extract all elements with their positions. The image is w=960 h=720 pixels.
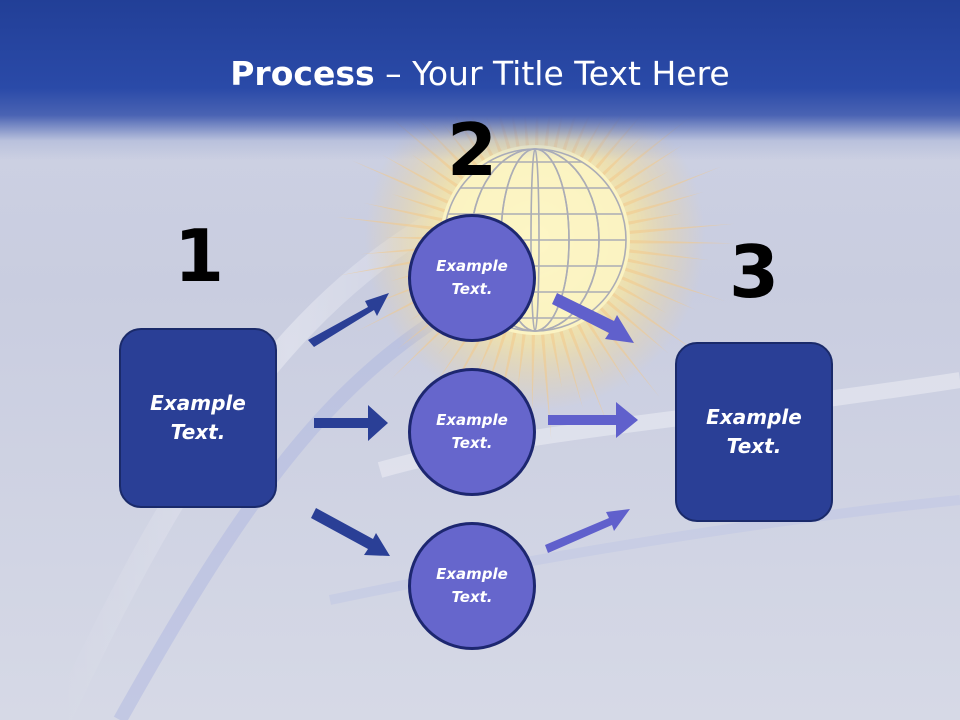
sun-ray bbox=[550, 333, 562, 388]
sun-ray bbox=[622, 166, 722, 207]
sun-ray bbox=[618, 171, 669, 199]
arrow-to-top-circle bbox=[308, 293, 389, 347]
sun-ray bbox=[336, 217, 441, 231]
right-box: Example Text. bbox=[675, 342, 833, 522]
sun-ray bbox=[621, 276, 696, 310]
title-bold: Process bbox=[230, 54, 375, 93]
circle-top: Example Text. bbox=[408, 214, 536, 342]
right-box-line1: Example bbox=[706, 405, 802, 429]
circle-top-line1: Example bbox=[436, 257, 508, 275]
circle-bottom: Example Text. bbox=[408, 522, 536, 650]
circle-top-line2: Text. bbox=[451, 280, 493, 298]
circle-middle-line2: Text. bbox=[451, 434, 493, 452]
sun-ray bbox=[576, 323, 604, 374]
sun-ray bbox=[568, 327, 609, 427]
sun-ray bbox=[475, 326, 499, 378]
sun-ray bbox=[612, 292, 700, 354]
sun-ray bbox=[627, 258, 682, 272]
sun-ray bbox=[392, 194, 446, 213]
left-box-line1: Example bbox=[150, 391, 246, 415]
title-rest: – Your Title Text Here bbox=[374, 54, 730, 93]
sun-ray bbox=[517, 334, 526, 390]
arrow-to-middle-circle bbox=[314, 405, 388, 441]
left-box: Example Text. bbox=[119, 328, 277, 508]
sun-ray bbox=[584, 318, 630, 388]
sun-ray bbox=[624, 267, 726, 302]
header-band bbox=[0, 0, 960, 160]
arrow-from-top-circle bbox=[552, 293, 634, 343]
sun-ray bbox=[351, 160, 449, 204]
sun-ray bbox=[531, 334, 535, 415]
step-number-2: 2 bbox=[446, 108, 498, 192]
sun-ray bbox=[629, 240, 735, 244]
sun-ray bbox=[559, 330, 583, 409]
sun-ray bbox=[411, 154, 458, 188]
step-number-1: 1 bbox=[173, 214, 225, 298]
circle-bottom-line2: Text. bbox=[451, 588, 493, 606]
sun-ray bbox=[628, 213, 683, 225]
arrow-from-middle-circle bbox=[548, 402, 638, 438]
sun-ray bbox=[629, 223, 735, 235]
sun-ray bbox=[606, 300, 669, 354]
page-title: Process – Your Title Text Here bbox=[0, 52, 960, 96]
left-box-line2: Text. bbox=[170, 420, 226, 444]
circle-middle-line1: Example bbox=[436, 411, 508, 429]
circle-middle: Example Text. bbox=[408, 368, 536, 496]
sun-ray bbox=[363, 202, 443, 222]
arrow-to-bottom-circle bbox=[311, 508, 390, 556]
sun-ray bbox=[629, 249, 709, 261]
arrow-from-bottom-circle bbox=[545, 509, 630, 553]
sun-ray bbox=[540, 334, 552, 440]
right-box-line2: Text. bbox=[726, 434, 782, 458]
circle-bottom-line1: Example bbox=[436, 565, 508, 583]
step-number-3: 3 bbox=[728, 230, 780, 314]
sun-ray bbox=[625, 192, 704, 216]
sun-ray bbox=[382, 154, 453, 196]
sun-ray bbox=[617, 284, 667, 313]
